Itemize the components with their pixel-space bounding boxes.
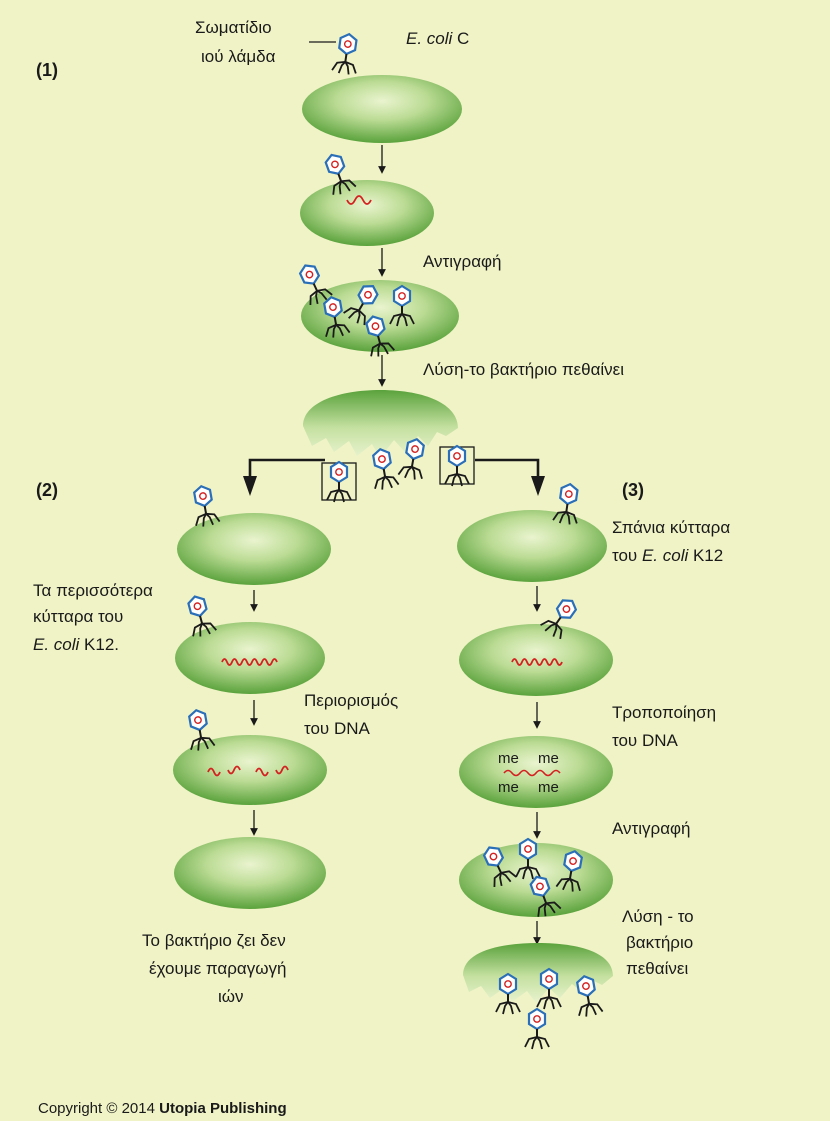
branch-right-arrowhead [531, 476, 545, 496]
lysis-right-line1: Λύση - το [622, 907, 694, 926]
step-2-label: (2) [36, 480, 58, 500]
publisher-name: Utopia Publishing [159, 1100, 287, 1117]
left-desc-line1: Τα περισσότερα [33, 581, 153, 600]
replication-label: Αντιγραφή [423, 252, 502, 271]
copyright-notice: Copyright © 2014 Utopia Publishing [38, 1100, 287, 1117]
methyl-label: me [498, 750, 519, 767]
survive-line1: Το βακτήριο ζει δεν [142, 931, 286, 950]
methylated-dna-icon [503, 769, 561, 777]
k12-cell-left-2 [175, 622, 325, 694]
methyl-label: me [538, 750, 559, 767]
branch-left-line [248, 458, 325, 482]
right-desc-line2: του E. coli K12 [612, 546, 723, 565]
branch-right-line [475, 458, 540, 482]
k12-cell-left-surviving [174, 837, 326, 909]
cut-dna-icon [227, 765, 241, 775]
modification-line1: Τροποποίηση [612, 703, 716, 722]
injected-dna-icon [346, 195, 372, 205]
bacterium-cell-2 [300, 180, 434, 246]
lysis-top-label: Λύση-το βακτήριο πεθαίνει [423, 360, 624, 379]
methyl-label: me [498, 779, 519, 796]
cut-dna-icon [255, 767, 269, 777]
lambda-particle-label-line1: Σωματίδιο [195, 18, 272, 37]
left-desc-line2: κύτταρα του [33, 607, 123, 626]
survive-line3: ιών [218, 987, 244, 1006]
bacterium-cell-3 [301, 280, 459, 352]
copyright-prefix: Copyright © 2014 [38, 1100, 160, 1117]
phage-dna-icon [221, 658, 278, 666]
k12-cell-left-1 [177, 513, 331, 585]
cut-dna-icon [275, 765, 289, 775]
phage-dna-icon [511, 658, 563, 666]
k12-cell-left-3 [173, 735, 327, 805]
k12-cell-right-1 [457, 510, 607, 582]
released-phage-icon [443, 444, 471, 488]
left-desc-line3: E. coli K12. [33, 635, 119, 654]
ecoli-c-label: E. coli C [406, 29, 469, 48]
released-phage-icon [325, 460, 353, 504]
lysed-bacterium-top [303, 390, 458, 458]
modification-line2: του DNA [612, 731, 679, 750]
step-3-label: (3) [622, 480, 644, 500]
lysis-right-line3: πεθαίνει [626, 959, 688, 978]
methyl-label: me [538, 779, 559, 796]
released-phage-icon [523, 1007, 551, 1051]
released-phage-icon [367, 446, 401, 492]
branch-left-arrowhead [243, 476, 257, 496]
restriction-line2: του DNA [304, 719, 371, 738]
cut-dna-icon [207, 767, 221, 777]
lysis-right-line2: βακτήριο [626, 933, 693, 952]
survive-line2: έχουμε παραγωγή [149, 959, 286, 978]
lambda-phage-icon [330, 31, 363, 77]
restriction-line1: Περιορισμός [304, 691, 398, 710]
replication-right-label: Αντιγραφή [612, 819, 691, 838]
right-desc-line1: Σπάνια κύτταρα [612, 518, 730, 537]
step-1-label: (1) [36, 60, 58, 80]
lambda-particle-label-line2: ιού λάμδα [201, 47, 276, 66]
bacterium-cell-1 [302, 75, 462, 143]
